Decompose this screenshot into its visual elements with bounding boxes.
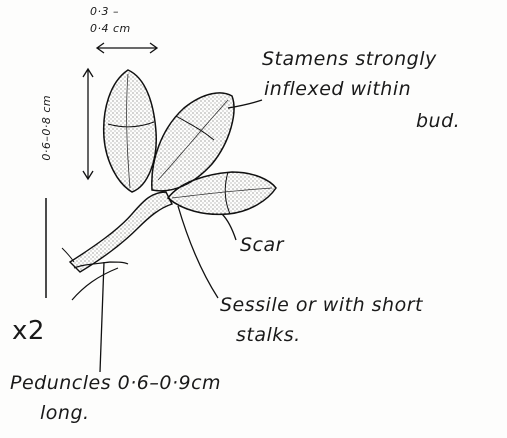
bud-width-label-line1: 0·3 – — [90, 6, 119, 18]
stamens-label-line3: bud. — [416, 112, 460, 132]
peduncle — [62, 192, 172, 300]
stamens-label-line2: inflexed within — [264, 80, 411, 100]
bud-width-dimension — [97, 43, 157, 53]
stamens-label-line1: Stamens strongly — [262, 50, 437, 70]
magnification-label: x2 — [12, 318, 45, 345]
sessile-label-line1: Sessile or with short — [220, 296, 423, 316]
bud-upper — [104, 70, 157, 192]
scar-label: Scar — [240, 236, 284, 256]
peduncles-label-line2: long. — [40, 404, 90, 424]
peduncles-label-line1: Peduncles 0·6–0·9cm — [10, 374, 221, 394]
bud-length-label: 0·6–0·8 cm — [41, 95, 53, 161]
sessile-label-line2: stalks. — [236, 326, 301, 346]
bud-width-label-line2: 0·4 cm — [90, 23, 131, 35]
bud-length-dimension — [83, 69, 93, 179]
